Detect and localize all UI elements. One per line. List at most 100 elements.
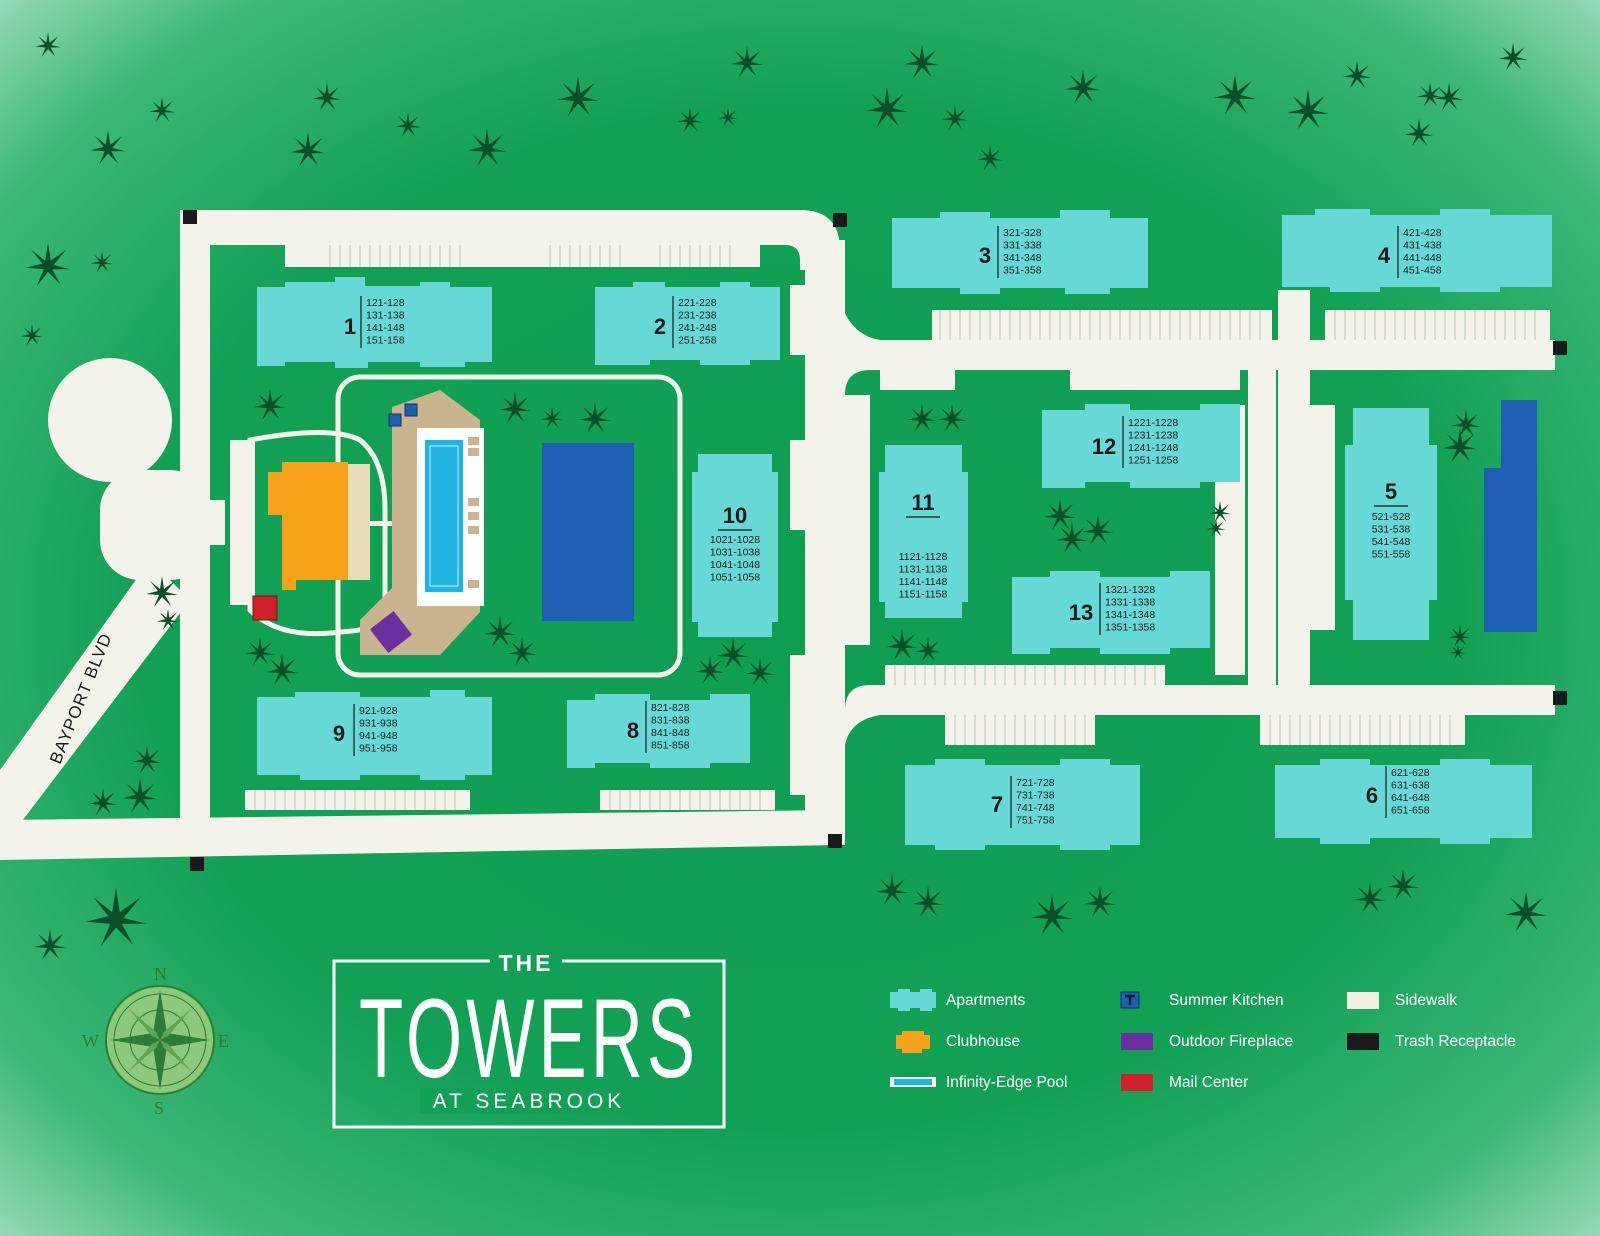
unit-range: 641-648	[1391, 792, 1430, 804]
unit-range: 841-848	[651, 727, 690, 739]
legend-item: Clubhouse	[896, 1031, 1020, 1053]
unit-range: 1041-1048	[710, 559, 760, 571]
legend-label: Sidewalk	[1395, 992, 1457, 1009]
unit-range: 531-538	[1372, 524, 1411, 536]
legend-item: Apartments	[890, 989, 1026, 1011]
mail-center	[252, 595, 278, 621]
legend-item: Summer Kitchen	[1120, 991, 1284, 1009]
compass-e: E	[218, 1031, 229, 1051]
unit-range: 1251-1258	[1128, 455, 1178, 467]
legend-label: Trash Receptacle	[1395, 1033, 1516, 1050]
roads	[0, 210, 1555, 860]
building-number: 9	[333, 721, 345, 746]
compass-n: N	[154, 964, 167, 984]
compass-rose: N S E W	[82, 964, 229, 1118]
mail-center-icon	[1121, 1074, 1153, 1091]
building-number: 3	[979, 243, 991, 268]
building-number: 1	[344, 314, 356, 339]
unit-range: 351-358	[1003, 265, 1042, 277]
unit-range: 1051-1058	[710, 572, 760, 584]
legend-label: Outdoor Fireplace	[1169, 1033, 1293, 1050]
unit-range: 241-248	[678, 322, 717, 334]
legend-item: Sidewalk	[1347, 992, 1457, 1009]
unit-range: 541-548	[1372, 536, 1411, 548]
unit-range: 621-628	[1391, 767, 1430, 779]
fireplace-icon	[1121, 1033, 1153, 1050]
pond-east	[1484, 400, 1537, 632]
parking-lines	[254, 245, 1536, 810]
apartment-buildings	[257, 209, 1552, 850]
building-6-shape	[1275, 759, 1532, 844]
unit-range: 731-738	[1016, 790, 1055, 802]
building-labels: 1121-128131-138141-148151-1582221-228231…	[333, 226, 1442, 828]
unit-range: 321-328	[1003, 227, 1042, 239]
building-3-shape	[892, 210, 1148, 294]
unit-range: 441-448	[1403, 252, 1442, 264]
unit-range: 1351-1358	[1105, 622, 1155, 634]
summer-kitchen-markers	[388, 403, 418, 427]
unit-range: 521-528	[1372, 511, 1411, 523]
building-number: 7	[991, 792, 1003, 817]
pool-icon	[890, 1077, 936, 1087]
unit-range: 931-938	[359, 718, 398, 730]
unit-range: 251-258	[678, 335, 717, 347]
unit-range: 851-858	[651, 740, 690, 752]
logo-name: TOWERS	[359, 976, 699, 1101]
building-5-shape	[1345, 408, 1437, 640]
pond-center	[542, 443, 634, 621]
legend-item: Outdoor Fireplace	[1121, 1033, 1293, 1050]
legend-item: Trash Receptacle	[1347, 1033, 1516, 1050]
building-number: 6	[1366, 783, 1378, 808]
unit-range: 1341-1348	[1105, 609, 1155, 621]
building-12-shape	[1042, 404, 1240, 488]
building-2-shape	[595, 282, 780, 365]
unit-range: 1141-1148	[899, 576, 948, 588]
clubhouse-icon	[896, 1031, 930, 1053]
legend-label: Infinity-Edge Pool	[946, 1074, 1068, 1091]
unit-range: 821-828	[651, 702, 690, 714]
building-number: 10	[723, 503, 747, 528]
building-number: 2	[654, 314, 666, 339]
trash-receptacle-icon	[1347, 1033, 1379, 1050]
logo-subtitle: AT SEABROOK	[433, 1090, 626, 1113]
unit-range: 1321-1328	[1105, 584, 1155, 596]
unit-range: 1121-1128	[899, 551, 948, 563]
unit-range: 121-128	[366, 297, 405, 309]
unit-range: 231-238	[678, 310, 717, 322]
clubhouse	[268, 462, 348, 590]
unit-range: 951-958	[359, 743, 398, 755]
building-number: 5	[1385, 479, 1397, 504]
building-number: 12	[1092, 434, 1116, 459]
unit-range: 1021-1028	[710, 534, 760, 546]
unit-range: 631-638	[1391, 780, 1430, 792]
unit-range: 141-148	[366, 322, 405, 334]
compass-w: W	[82, 1031, 99, 1051]
building-number: 8	[627, 718, 639, 743]
building-11-shape	[879, 445, 968, 618]
unit-range: 651-658	[1391, 805, 1430, 817]
building-13-shape	[1012, 571, 1210, 654]
unit-range: 151-158	[366, 335, 405, 347]
building-4-shape	[1282, 209, 1552, 292]
unit-range: 451-458	[1403, 265, 1442, 277]
building-number: 13	[1069, 600, 1093, 625]
unit-range: 1221-1228	[1128, 417, 1178, 429]
summer-kitchen-icon	[1120, 991, 1140, 1009]
legend-label: Mail Center	[1169, 1074, 1248, 1091]
apartment-icon	[890, 989, 936, 1011]
unit-range: 431-438	[1403, 240, 1442, 252]
unit-range: 921-928	[359, 705, 398, 717]
clubhouse-walkway	[247, 430, 388, 637]
unit-range: 131-138	[366, 310, 405, 322]
